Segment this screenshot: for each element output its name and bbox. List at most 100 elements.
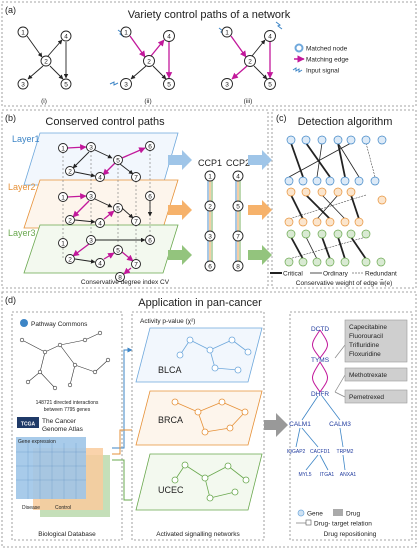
ccp1-label: CCP1: [198, 158, 222, 168]
ucec-plane: [135, 453, 263, 511]
blca-network: [176, 336, 252, 374]
sub-i: (i): [41, 98, 47, 105]
brca-network: [171, 398, 249, 436]
svg-text:3: 3: [89, 194, 93, 201]
matrix-grid: [16, 443, 86, 499]
svg-text:2: 2: [248, 59, 252, 66]
network-i: 1 2 3 4 5 (i): [17, 26, 72, 105]
svg-text:4: 4: [167, 34, 171, 41]
gene-myl5: MYL5: [298, 472, 311, 478]
svg-text:5: 5: [116, 248, 120, 255]
disease-label: Disease: [22, 505, 40, 511]
gene-dctd: DCTD: [311, 326, 329, 333]
svg-text:6: 6: [148, 238, 152, 245]
layer2-network: 1 3 5 6 2 4 7: [58, 191, 155, 228]
sub-ii: (ii): [144, 98, 151, 105]
svg-text:7: 7: [134, 219, 138, 226]
tcga-logo: [17, 417, 39, 428]
svg-text:5: 5: [268, 82, 272, 89]
svg-text:8: 8: [118, 275, 122, 282]
control-label: Control: [55, 505, 71, 511]
pc-caption-1: 148721 directed interactions: [36, 400, 99, 406]
ccp2-label: CCP2: [226, 158, 250, 168]
drug-fluorouracil: Fluorouracil: [349, 333, 384, 340]
arrow-layer1: [168, 150, 192, 170]
svg-text:4: 4: [236, 174, 240, 181]
drug-trifluridine: Trifluridine: [349, 342, 379, 349]
svg-text:2: 2: [68, 169, 72, 176]
legend-gene: Gene: [307, 511, 323, 518]
svg-text:1: 1: [61, 195, 65, 202]
svg-text:4: 4: [268, 34, 272, 41]
svg-text:3: 3: [89, 145, 93, 152]
pc-name: Pathway Commons: [31, 321, 88, 328]
panel-d-tag: (d): [5, 295, 16, 305]
svg-text:5: 5: [64, 82, 68, 89]
cancer-blca: BLCA: [158, 365, 182, 375]
panel-c-title: Detection algorithm: [298, 116, 393, 128]
gene-tyms: TYMS: [311, 357, 330, 364]
layer3-label: Layer3: [8, 228, 36, 238]
gene-anxa1: ANXA1: [340, 472, 357, 478]
tcga-name-2: Genome Atlas: [42, 426, 84, 433]
panel-b-tag: (b): [5, 113, 16, 123]
ucec-network: [171, 461, 250, 502]
bio-db-box: [11, 311, 123, 541]
panel-d-border: [1, 291, 417, 548]
legend-drug: Drug: [346, 511, 360, 518]
gene-itga1: ITGA1: [320, 472, 335, 478]
legend-critical: Critical: [283, 271, 303, 278]
svg-text:5: 5: [116, 206, 120, 213]
panel-a-legend: Matched node Matching edge Input signal: [292, 43, 349, 75]
svg-text:2: 2: [147, 59, 151, 66]
panel-c-tag: (c): [276, 113, 287, 123]
panel-d-legend: Gene Drug Drug- target relation Drug rep…: [296, 509, 377, 538]
gene-cacfd1: CACFD1: [310, 449, 330, 455]
legend-redundant: Redundant: [365, 271, 397, 278]
svg-text:3: 3: [89, 238, 93, 245]
panel-d: (d) Application in pan-cancer Pathway Co…: [1, 291, 417, 548]
drug-box-3: [344, 389, 408, 404]
panel-a: (a) Variety control paths of a network 1…: [1, 1, 417, 107]
svg-text:4: 4: [98, 261, 102, 268]
cancer-brca: BRCA: [158, 415, 183, 425]
svg-text:6: 6: [148, 144, 152, 151]
act-net-label: Activated signalling networks: [156, 531, 240, 538]
panel-b-caption: Conservative degree index CV: [81, 279, 170, 286]
panel-c: (c) Detection algorithm: [248, 109, 417, 289]
panel-a-title: Variety control paths of a network: [128, 9, 291, 21]
svg-text:7: 7: [134, 262, 138, 269]
legend-matched-node: Matched node: [306, 46, 348, 53]
layer2-label: Layer2: [8, 182, 36, 192]
arrow-c2: [248, 200, 272, 220]
panel-c-border: [271, 109, 417, 289]
panel-b-title: Conserved control paths: [45, 116, 165, 128]
bipartite-row3: [284, 229, 386, 267]
bio-db-label: Biological Database: [38, 531, 96, 538]
ccp2-column: 4 5 7 8: [232, 170, 244, 272]
drug-box-2: [344, 367, 408, 382]
panel-c-caption: Conservative weight of edge w̃(e): [296, 279, 392, 287]
svg-text:3: 3: [124, 82, 128, 89]
svg-text:8: 8: [236, 264, 240, 271]
svg-text:3: 3: [208, 234, 212, 241]
gene-trpm2: TRPM2: [337, 449, 354, 455]
legend-drug-swatch: [333, 509, 343, 516]
sub-iii: (iii): [244, 98, 253, 105]
panel-b: (b) Conserved control paths Layer1 Layer…: [1, 109, 269, 289]
pc-caption-2: between 7795 genes: [44, 407, 91, 413]
drug-methotrexate: Methotrexate: [349, 372, 387, 379]
layer3-network: 1 3 5 6 2 4 7 8: [58, 235, 155, 282]
pathway-commons-logo: [20, 319, 28, 327]
svg-text:2: 2: [44, 59, 48, 66]
svg-text:1: 1: [124, 30, 128, 37]
arrow-layer2: [168, 200, 192, 220]
cancer-ucec: UCEC: [158, 485, 184, 495]
activity-label: Activity p-value (χ²): [140, 318, 195, 325]
svg-text:3: 3: [21, 82, 25, 89]
svg-text:4: 4: [64, 34, 68, 41]
connectors: [112, 347, 133, 501]
gene-calm3: CALM3: [329, 421, 351, 428]
layer1-network: 1 3 5 6 2 4 7: [58, 141, 155, 182]
